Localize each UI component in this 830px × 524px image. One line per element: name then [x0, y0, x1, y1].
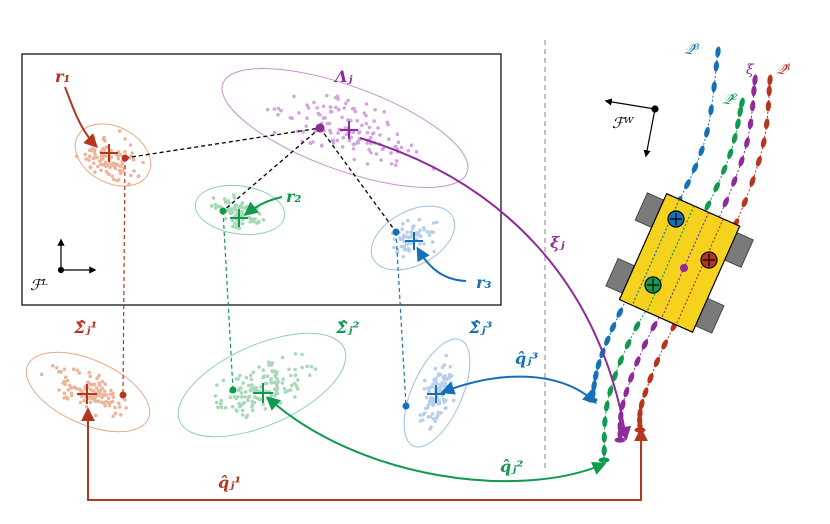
label-q2: q̂ⱼ²: [500, 457, 523, 476]
arrow-xi: [359, 137, 632, 441]
arrow-r2: [243, 196, 283, 216]
label-sigma3: Σ̂ⱼ³: [468, 318, 492, 337]
label-frame-L: ℱᴸ: [30, 276, 48, 294]
label-Q2: 𝒬̂²: [722, 92, 738, 108]
label-q3: q̂ⱼ³: [515, 349, 538, 368]
frame-L-icon: [57, 238, 97, 274]
landmark-points: [119, 123, 410, 410]
projection-lines: [122, 157, 407, 407]
label-lambda: Λⱼ: [333, 67, 353, 86]
ellipse-r1: [74, 123, 152, 187]
label-r3: r₃: [476, 273, 491, 292]
local-frame-box: [21, 53, 502, 306]
arrow-r1: [64, 86, 98, 148]
label-frame-W: ℱᵂ: [612, 114, 635, 132]
label-r2: r₂: [286, 187, 301, 206]
label-Q3: 𝒬̂³: [684, 42, 700, 58]
mean-markers: [77, 121, 445, 404]
arrow-q3: [440, 375, 598, 404]
label-sigma2: Σ̂ⱼ²: [335, 318, 359, 337]
arrow-r3: [416, 246, 467, 282]
label-xi-j: ξⱼ: [550, 233, 565, 252]
point-clouds: [39, 93, 456, 431]
label-xi: ξ: [746, 62, 755, 78]
arrow-q2: [265, 396, 607, 483]
frame-W-icon: [604, 98, 659, 158]
ellipse-lambda: [221, 68, 469, 188]
robot-vehicle-icon: [605, 192, 754, 334]
landmark-links: [124, 127, 397, 233]
label-sigma1: Σ̂ⱼ¹: [73, 318, 97, 337]
arrow-q1: [81, 407, 648, 501]
label-r1: r₁: [55, 67, 70, 86]
label-q1: q̂ⱼ¹: [218, 473, 241, 492]
label-Q1: 𝒬̂¹: [776, 62, 792, 78]
robot-sensors: [644, 210, 718, 294]
association-arrows: [64, 86, 648, 501]
landmark-ellipses: [74, 68, 469, 271]
ellipse-r2: [194, 184, 286, 236]
